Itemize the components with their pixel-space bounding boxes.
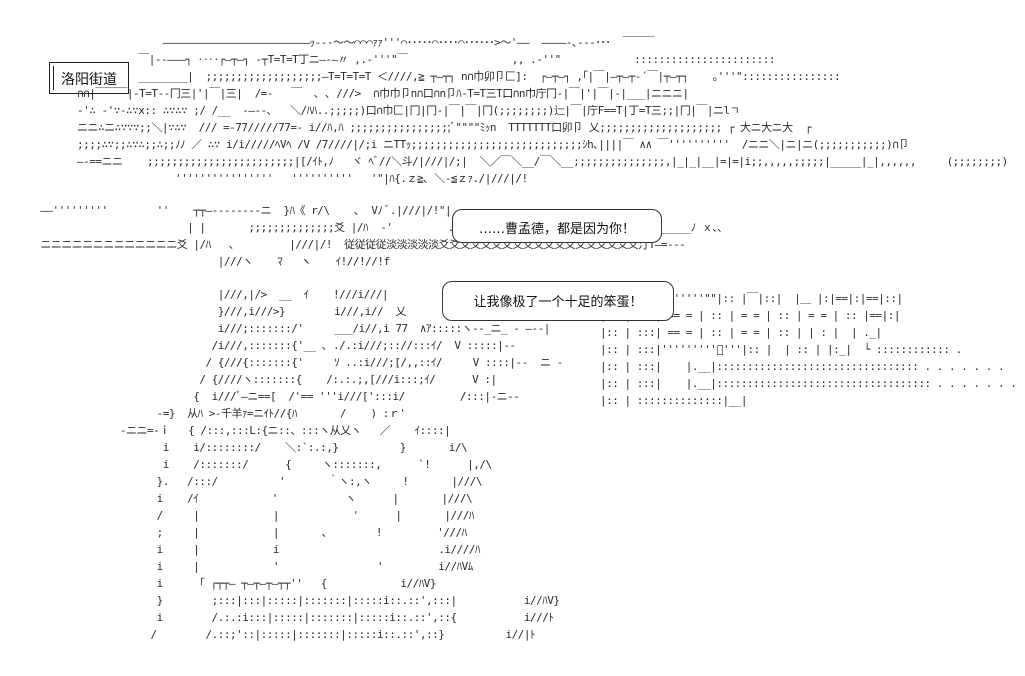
speech-bubble-1: ……曹孟德，都是因为你！ — [452, 209, 662, 243]
speech-text-1: ……曹孟德，都是因为你！ — [478, 222, 635, 237]
location-caption-box: 洛阳街道 — [49, 62, 129, 94]
right-buildings-art: |:: | :::|'''''''""|:: |￣|::| |＿ |:|==|:… — [600, 292, 1017, 407]
speech-text-2: 让我像极了一个十足的笨蛋！ — [473, 295, 643, 310]
town-background-art: ――――――――――――――――――――――――ｯ--‐～～⌒⌒⌒ｧｧ'''⌒･… — [76, 36, 1008, 185]
location-label: 洛阳街道 — [61, 72, 117, 88]
cao-figure-body-art: |///,|/> __ ｲ !///i///| }///,i///>} i///… — [119, 288, 563, 641]
speech-bubble-2: 让我像极了一个十足的笨蛋！ — [442, 281, 674, 321]
